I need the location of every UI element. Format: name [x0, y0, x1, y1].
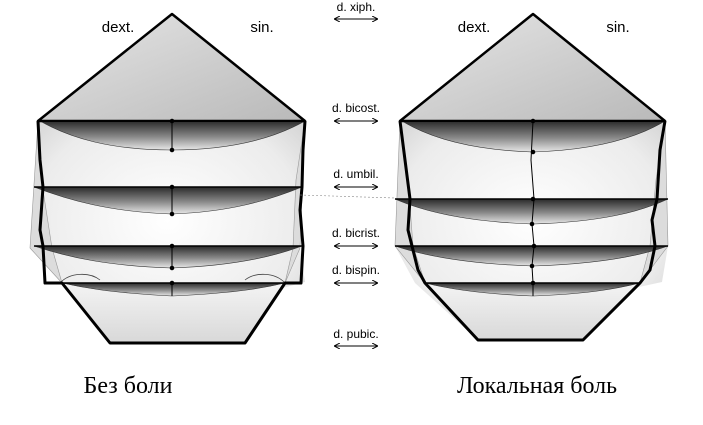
caption-local-pain: Локальная боль: [457, 373, 617, 399]
right-sin-label: sin.: [606, 19, 629, 36]
left-dext-label: dext.: [102, 19, 135, 36]
right-bottom: [425, 283, 640, 340]
distance-bicost: d. bicost.: [332, 101, 380, 121]
distance-umbil: d. umbil.: [299, 167, 396, 199]
label-d-xiph: d. xiph.: [337, 0, 376, 14]
distance-bispin: d. bispin.: [332, 263, 380, 283]
left-bottom: [62, 283, 285, 343]
label-d-umbil: d. umbil.: [333, 167, 378, 181]
label-d-bicost: d. bicost.: [332, 101, 380, 115]
right-dext-label: dext.: [458, 19, 491, 36]
distance-labels: d. xiph. d. bicost. d. umbil. d. bicrist…: [299, 0, 396, 346]
figure-no-pain: [29, 12, 307, 345]
left-axis: [169, 118, 175, 296]
caption-no-pain: Без боли: [84, 373, 173, 399]
distance-xiph: d. xiph.: [334, 0, 378, 19]
label-d-pubic: d. pubic.: [333, 327, 378, 341]
label-d-bispin: d. bispin.: [332, 263, 380, 277]
left-outline: [36, 120, 307, 345]
right-slices: [394, 120, 669, 297]
distance-bicrist: d. bicrist.: [332, 226, 380, 246]
label-d-bicrist: d. bicrist.: [332, 226, 380, 240]
right-outline: [398, 120, 667, 342]
left-sin-label: sin.: [250, 19, 273, 36]
distance-pubic: d. pubic.: [333, 327, 379, 346]
figure-local-pain: [394, 12, 669, 342]
